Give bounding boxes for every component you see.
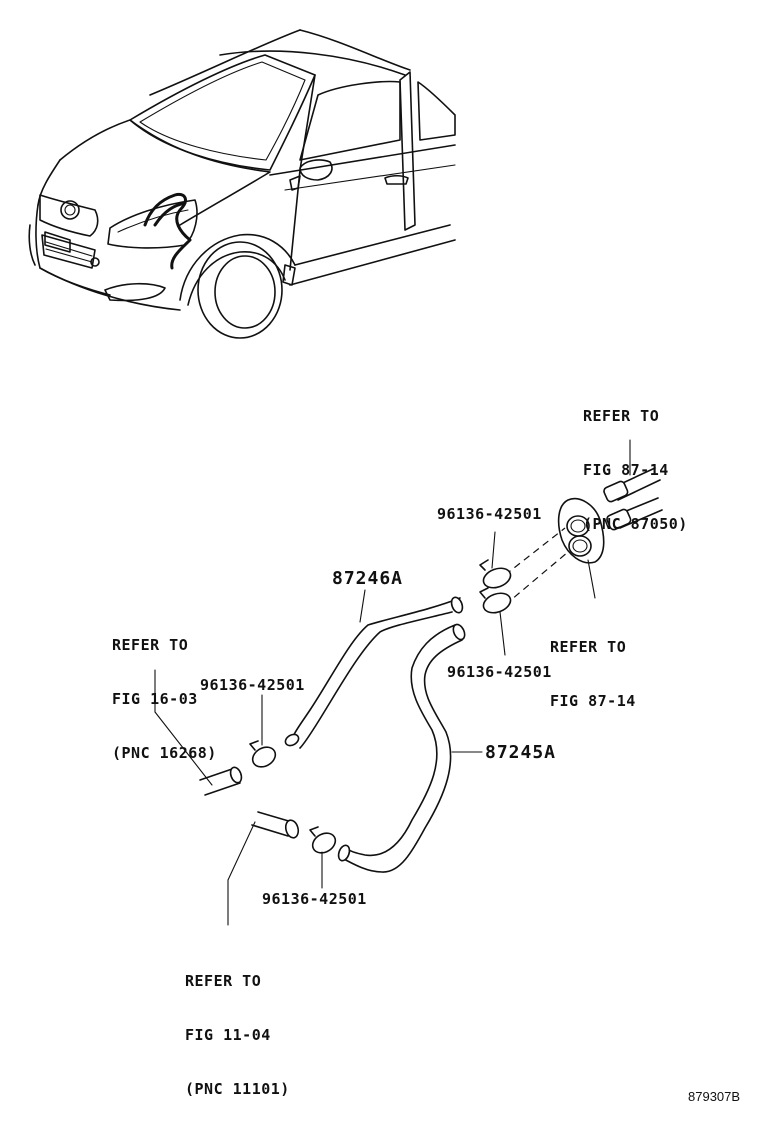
hose-clamp-mid-right [479,587,512,656]
hose-clamp-bottom [309,826,337,889]
pnc-line: (PNC 87050) [583,515,688,533]
part-number-hose-87246a: 87246A [332,568,404,589]
refer-label-87050: REFER TO FIG 87-14 (PNC 87050) [583,371,688,569]
refer-label-87-14: REFER TO FIG 87-14 [550,602,636,746]
part-number-clamp-left: 96136-42501 [200,676,305,694]
refer-line: REFER TO [185,972,262,990]
hose-87245a [337,623,483,873]
figure-id: 879307B [688,1089,741,1104]
refer-line: REFER TO [550,638,627,656]
refer-label-11101: REFER TO FIG 11-04 (PNC 11101) [185,936,290,1134]
refer-line: REFER TO [583,407,660,425]
pnc-line: (PNC 11101) [185,1080,290,1098]
refer-label-16268: REFER TO FIG 16-03 (PNC 16268) [112,600,217,798]
fig-line: FIG 87-14 [550,692,636,710]
part-number-clamp-mid-right: 96136-42501 [447,663,552,681]
part-number-clamp-bottom: 96136-42501 [262,890,367,908]
pnc-line: (PNC 16268) [112,744,217,762]
fig-line: FIG 16-03 [112,690,198,708]
grommet [557,498,605,599]
part-number-clamp-top: 96136-42501 [437,505,542,523]
part-number-hose-87245a: 87245A [485,742,557,763]
pipe-left [154,669,243,796]
car-illustration [28,29,456,339]
hose-clamp-left [249,694,277,768]
pipe-bottom [227,811,300,926]
hose-87246a [284,589,464,749]
refer-line: REFER TO [112,636,189,654]
fig-line: FIG 87-14 [583,461,669,479]
fig-line: FIG 11-04 [185,1026,271,1044]
hose-clamp-top [479,531,512,589]
heater-pipes [603,439,663,531]
